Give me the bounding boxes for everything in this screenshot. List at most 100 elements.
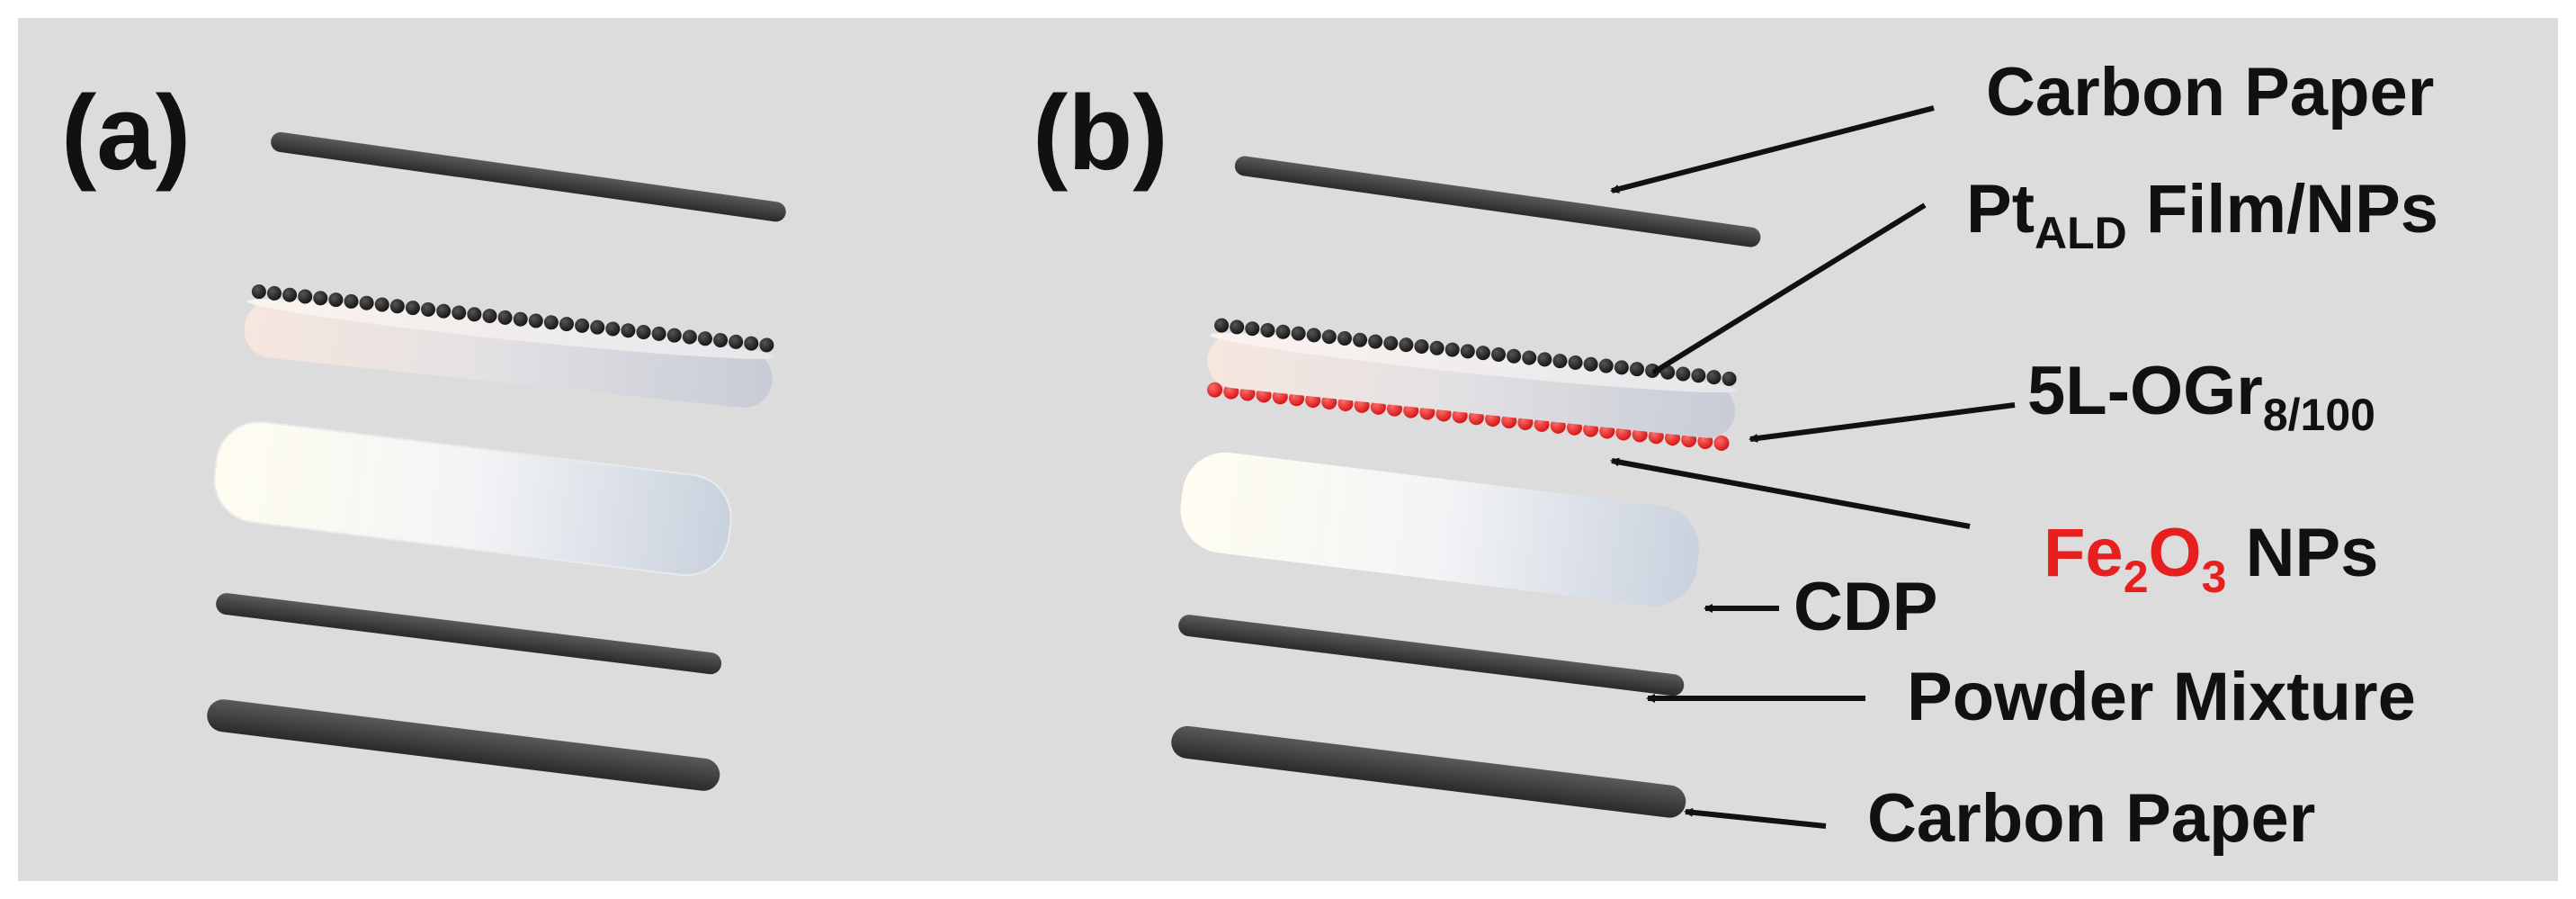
label-fe-main2: O bbox=[2149, 515, 2202, 591]
pt-nanoparticle bbox=[1445, 342, 1460, 357]
pt-nanoparticle bbox=[1337, 330, 1352, 346]
pt-nanoparticle bbox=[1214, 318, 1230, 333]
pt-nanoparticle bbox=[313, 291, 328, 306]
label-powder-mixture: Powder Mixture bbox=[1907, 659, 2416, 735]
pt-nanoparticle bbox=[651, 326, 666, 341]
pt-nanoparticle bbox=[1245, 321, 1260, 337]
pt-nanoparticle bbox=[729, 334, 744, 349]
label-pt-sub: ALD bbox=[2035, 208, 2127, 258]
pt-nanoparticle bbox=[344, 293, 359, 309]
a-pt-nanoparticles bbox=[251, 284, 774, 353]
pt-nanoparticle bbox=[1629, 362, 1644, 377]
panel-a-stack bbox=[207, 131, 786, 791]
label-fe-sub2: 3 bbox=[2202, 552, 2227, 602]
pt-nanoparticle bbox=[436, 303, 452, 319]
fe2o3-nanoparticle bbox=[1207, 382, 1223, 398]
fe2o3-nanoparticle bbox=[1713, 435, 1730, 451]
arrow-carbon-paper-top bbox=[1610, 105, 1935, 193]
pt-nanoparticle bbox=[1583, 356, 1598, 372]
pt-nanoparticle bbox=[559, 317, 574, 332]
pt-nanoparticle bbox=[666, 328, 682, 343]
pt-nanoparticle bbox=[251, 284, 266, 300]
b-powder-mixture bbox=[1178, 615, 1685, 697]
pt-nanoparticle bbox=[1321, 329, 1337, 345]
arrow-pt-film bbox=[1651, 202, 1927, 375]
pt-nanoparticle bbox=[1260, 323, 1275, 338]
pt-nanoparticle bbox=[1537, 352, 1552, 367]
pt-nanoparticle bbox=[1598, 358, 1614, 373]
pt-nanoparticle bbox=[1383, 336, 1399, 351]
pt-nanoparticle bbox=[636, 325, 651, 340]
pt-nanoparticle bbox=[1568, 355, 1583, 370]
pt-nanoparticle bbox=[1706, 370, 1722, 385]
label-ogr: 5L-OGr8/100 bbox=[2027, 353, 2375, 440]
label-fe2o3: Fe2O3 NPs bbox=[2044, 515, 2378, 602]
pt-nanoparticle bbox=[682, 329, 697, 345]
label-carbon-paper-top: Carbon Paper bbox=[1986, 54, 2434, 130]
pt-nanoparticle bbox=[374, 297, 389, 312]
pt-nanoparticle bbox=[605, 321, 621, 337]
label-pt-film: PtALD Film/NPs bbox=[1966, 171, 2438, 258]
a-ogr-disk bbox=[244, 284, 775, 408]
pt-nanoparticle bbox=[528, 313, 543, 328]
panel-b-stack bbox=[1171, 156, 1761, 818]
pt-nanoparticle bbox=[1275, 324, 1291, 339]
b-carbon-paper-bottom bbox=[1171, 725, 1686, 818]
pt-nanoparticle bbox=[1429, 340, 1445, 355]
b-fe2o3-nanoparticles bbox=[1207, 382, 1730, 451]
pt-nanoparticle bbox=[621, 323, 636, 338]
pt-nanoparticle bbox=[1368, 334, 1383, 349]
pt-nanoparticle bbox=[1475, 346, 1490, 361]
pt-nanoparticle bbox=[744, 336, 759, 351]
pt-nanoparticle bbox=[1722, 371, 1737, 386]
label-ogr-sub: 8/100 bbox=[2263, 390, 2375, 440]
pt-nanoparticle bbox=[1230, 319, 1245, 335]
pt-nanoparticle bbox=[497, 310, 513, 325]
pt-nanoparticle bbox=[359, 295, 374, 310]
b-pt-nanoparticles bbox=[1214, 318, 1737, 386]
label-carbon-paper-bottom: Carbon Paper bbox=[1867, 780, 2315, 857]
a-carbon-paper-top bbox=[271, 131, 786, 222]
pt-nanoparticle bbox=[697, 331, 712, 346]
label-fe-sub1: 2 bbox=[2124, 552, 2149, 602]
pt-nanoparticle bbox=[759, 337, 774, 353]
arrow-fe2o3 bbox=[1610, 457, 1971, 529]
panel-label-a: (a) bbox=[61, 74, 191, 193]
arrow-ogr bbox=[1749, 402, 2016, 443]
pt-nanoparticle bbox=[1691, 368, 1706, 383]
b-carbon-paper-top bbox=[1234, 156, 1761, 247]
pt-nanoparticle bbox=[513, 311, 528, 327]
pt-nanoparticle bbox=[1306, 328, 1321, 343]
pt-nanoparticle bbox=[405, 301, 420, 316]
label-ogr-main: 5L-OGr bbox=[2027, 353, 2263, 429]
b-ogr-disk bbox=[1207, 318, 1738, 451]
pt-nanoparticle bbox=[1291, 326, 1306, 341]
pt-nanoparticle bbox=[282, 287, 298, 302]
arrow-carbon-paper-bottom bbox=[1684, 807, 1827, 829]
pt-nanoparticle bbox=[590, 319, 605, 335]
pt-nanoparticle bbox=[1414, 338, 1429, 354]
pt-nanoparticle bbox=[1552, 354, 1568, 369]
pt-nanoparticle bbox=[1460, 344, 1475, 359]
pt-nanoparticle bbox=[543, 315, 559, 330]
pt-nanoparticle bbox=[575, 318, 590, 333]
pt-nanoparticle bbox=[1676, 366, 1691, 382]
pt-nanoparticle bbox=[1399, 337, 1414, 353]
pt-nanoparticle bbox=[298, 289, 313, 304]
a-carbon-paper-bottom bbox=[207, 699, 720, 791]
label-fe-main1: Fe bbox=[2044, 515, 2124, 591]
a-powder-mixture bbox=[216, 593, 722, 675]
pt-nanoparticle bbox=[1491, 346, 1507, 362]
pt-nanoparticle bbox=[1353, 332, 1368, 347]
b-cdp-disk bbox=[1180, 452, 1699, 607]
panel-label-b: (b) bbox=[1033, 74, 1168, 193]
pt-nanoparticle bbox=[328, 292, 344, 308]
pt-nanoparticle bbox=[452, 305, 467, 320]
pt-nanoparticle bbox=[1614, 360, 1629, 375]
pt-nanoparticle bbox=[482, 309, 497, 324]
pt-nanoparticle bbox=[421, 301, 436, 317]
label-cdp: CDP bbox=[1793, 569, 1937, 645]
label-pt-rest: Film/NPs bbox=[2127, 171, 2438, 247]
a-cdp-disk bbox=[213, 420, 732, 577]
